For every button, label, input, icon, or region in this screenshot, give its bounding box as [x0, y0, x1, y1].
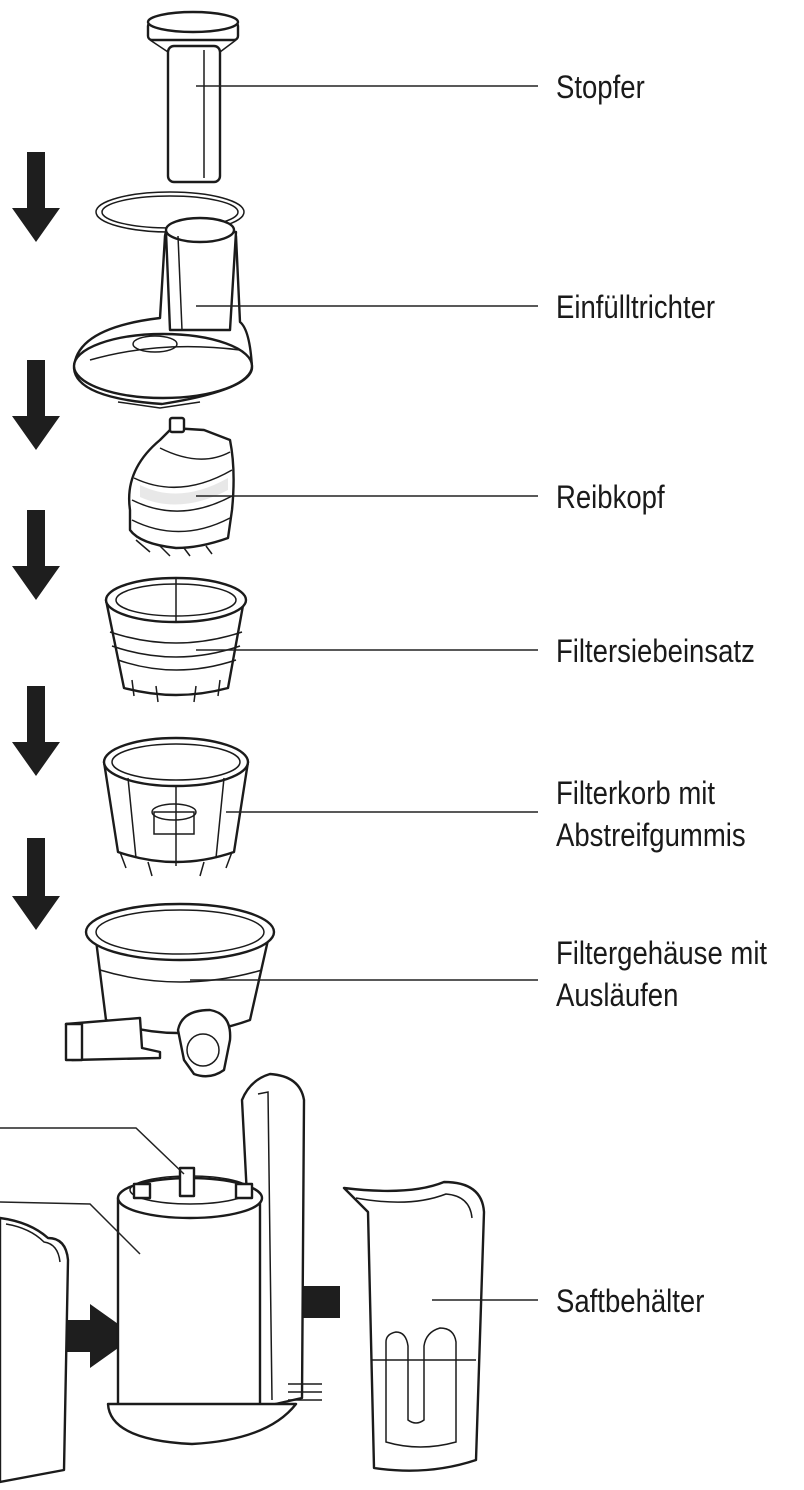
filter-housing-part: [64, 902, 276, 1078]
down-arrow-4: [12, 686, 60, 776]
leader-lines: [0, 85, 538, 1301]
motor-base-part: [106, 1072, 322, 1446]
down-arrow-5: [12, 838, 60, 930]
juice-container-part: [342, 1180, 486, 1472]
down-arrow-2: [12, 360, 60, 450]
pulp-container-part: [0, 1216, 70, 1484]
down-arrow-1: [12, 152, 60, 242]
filter-basket-part: [102, 736, 250, 877]
label-stopfer: Stopfer: [556, 69, 645, 105]
label-reibkopf: Reibkopf: [556, 479, 665, 515]
filter-screen-part: [104, 576, 248, 703]
label-filterkorb-line2: Abstreifgummis: [556, 817, 746, 853]
hopper-lid-part: [72, 191, 254, 409]
label-filtersiebeinsatz: Filtersiebeinsatz: [556, 633, 755, 669]
label-einfulltrichter: Einfülltrichter: [556, 289, 716, 325]
label-filtergehause-line2: Ausläufen: [556, 977, 679, 1013]
down-arrow-3: [12, 510, 60, 600]
leader-left-upper: [0, 1127, 185, 1175]
auger-part: [128, 416, 235, 557]
label-filtergehause-line1: Filtergehäuse mit: [556, 935, 768, 971]
leader-left-lower: [0, 1201, 141, 1255]
label-filterkorb-line1: Filterkorb mit: [556, 775, 716, 811]
label-saftbehalter: Saftbehälter: [556, 1283, 705, 1319]
pusher-part: [146, 10, 240, 184]
